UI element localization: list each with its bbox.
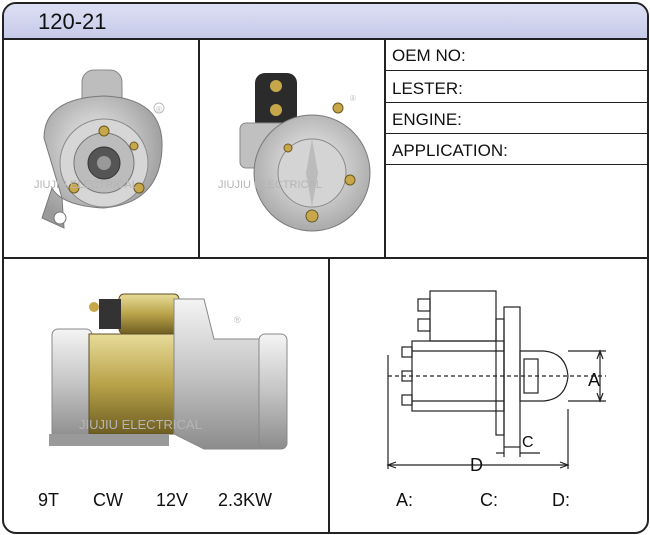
application-label: APPLICATION: xyxy=(392,141,508,160)
dim-d-label: D: xyxy=(552,490,570,510)
starter-rear-photo: ® JIUJIU ELECTRICAL xyxy=(200,38,384,257)
starter-side-photo: ® JIUJIU ELECTRICAL xyxy=(4,259,328,474)
watermark-1: JIUJIU ELECTRICAL xyxy=(34,179,138,191)
dim-a-letter: A xyxy=(588,370,600,390)
divider-vertical-1 xyxy=(198,38,200,257)
power-rating: 2.3KW xyxy=(218,490,273,510)
teeth-count: 9T xyxy=(38,490,60,510)
registered-mark-2: ® xyxy=(350,94,356,103)
oem-label: OEM NO: xyxy=(392,46,466,65)
dim-c-label: C: xyxy=(480,490,498,510)
voltage: 12V xyxy=(156,490,189,510)
divider-vertical-2 xyxy=(384,38,386,257)
dim-d-letter: D xyxy=(470,455,483,474)
part-number-title: 120-21 xyxy=(38,9,107,34)
dimension-diagram: A C D xyxy=(330,259,647,475)
spec-row-line-1 xyxy=(386,70,647,71)
lester-label: LESTER: xyxy=(392,79,463,98)
header-bar: 120-21 xyxy=(4,4,647,40)
registered-mark-1: ® xyxy=(156,105,162,114)
rotation-direction: CW xyxy=(93,490,123,510)
divider-vertical-bottom xyxy=(328,259,330,532)
divider-top-horizontal xyxy=(4,257,647,259)
spec-row-line-4 xyxy=(386,164,647,165)
starter-front-photo: ® JIUJIU ELECTRICAL xyxy=(4,38,198,257)
dim-c-letter: C xyxy=(522,434,534,451)
watermark-3: JIUJIU ELECTRICAL xyxy=(79,417,202,432)
spec-row-line-2 xyxy=(386,102,647,103)
dim-a-label: A: xyxy=(396,490,414,510)
spec-table: OEM NO: LESTER: ENGINE: APPLICATION: xyxy=(386,38,647,257)
watermark-2: JIUJIU ELECTRICAL xyxy=(218,179,322,191)
engine-label: ENGINE: xyxy=(392,110,462,129)
spec-row-line-3 xyxy=(386,133,647,134)
registered-mark-3: ® xyxy=(234,315,241,325)
